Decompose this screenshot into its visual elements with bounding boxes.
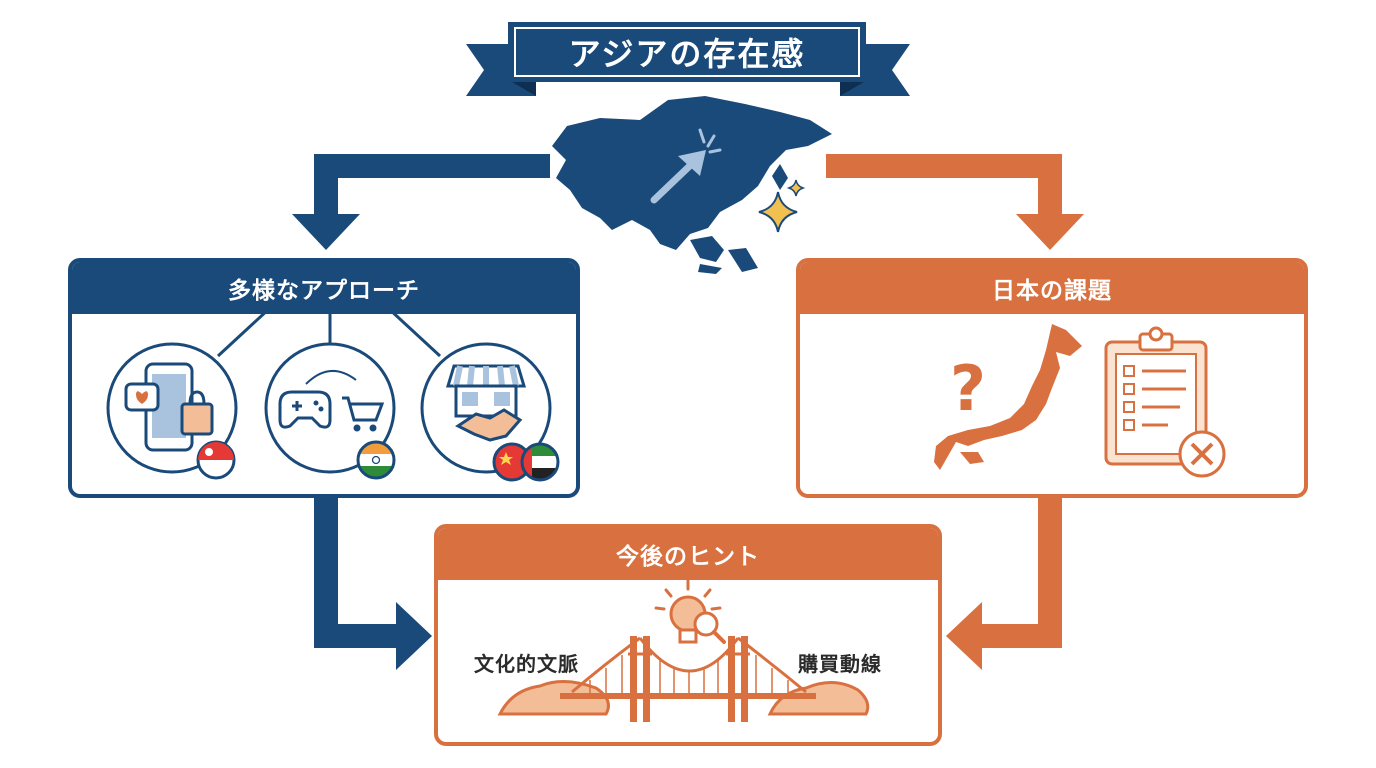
hints-box-title: 今後のヒント xyxy=(438,528,938,580)
bridge-icon xyxy=(497,636,870,722)
arrow-map-to-issues xyxy=(826,154,1062,218)
arrowhead-hints-left xyxy=(396,602,432,670)
question-mark-icon: ? xyxy=(950,352,986,425)
approach-box-title: 多様なアプローチ xyxy=(72,262,576,314)
checklist-icon xyxy=(1104,326,1208,466)
game-controller-cart-icon xyxy=(264,342,396,474)
arrowhead-approach xyxy=(292,214,360,250)
reject-x-icon xyxy=(1178,430,1226,478)
arrow-map-to-approach xyxy=(314,154,550,218)
singapore-flag-icon xyxy=(196,440,236,480)
china-flag-icon xyxy=(492,442,532,482)
storefront-handshake-icon xyxy=(420,342,552,474)
issues-box-title: 日本の課題 xyxy=(800,262,1304,314)
hint-label-cultural-context: 文化的文脈 xyxy=(474,652,579,676)
arrow-approach-to-hints xyxy=(314,496,400,648)
arrowhead-hints-right xyxy=(946,602,982,670)
lightbulb-magnifier-icon xyxy=(654,578,726,644)
mobile-shopping-icon xyxy=(106,342,238,474)
japan-map-icon xyxy=(934,324,1082,470)
arrowhead-issues xyxy=(1016,214,1084,250)
india-flag-icon xyxy=(356,440,396,480)
hint-label-purchase-journey: 購買動線 xyxy=(798,652,882,676)
uae-flag-icon xyxy=(520,442,560,482)
arrow-issues-to-hints xyxy=(978,496,1062,648)
banner-title: アジアの存在感 xyxy=(568,35,806,73)
